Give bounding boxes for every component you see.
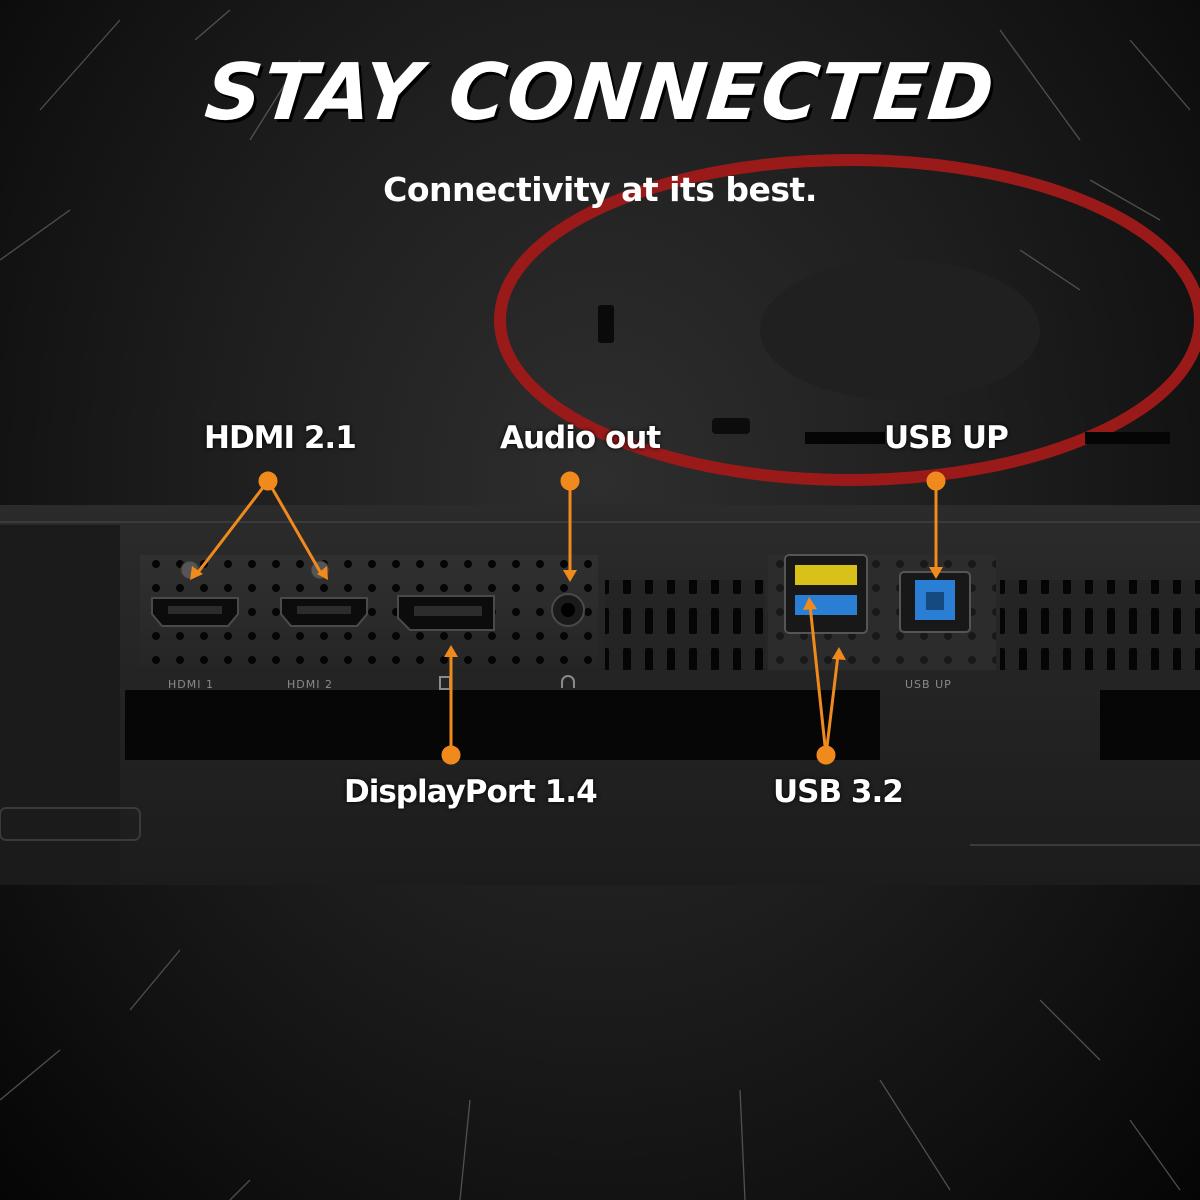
usb-up-marking: USB UP [905, 678, 952, 691]
audio-callout-label: Audio out [500, 420, 661, 456]
usb-up-callout-label: USB UP [884, 420, 1009, 456]
speed-lines [0, 9, 1191, 1200]
rear-post [598, 305, 614, 343]
red-ring [494, 154, 1200, 486]
lower-cavity [125, 690, 880, 760]
displayport-callout-label: DisplayPort 1.4 [344, 774, 598, 810]
logo-outline [0, 807, 141, 841]
usb-yellow-port [795, 565, 857, 585]
usb-port-plate [768, 554, 996, 670]
vent-slots [605, 580, 1200, 670]
rear-screw [712, 418, 750, 434]
headline: STAY CONNECTED [201, 48, 999, 138]
headphone-marking-icon [561, 675, 575, 688]
usb32-callout-label: USB 3.2 [773, 774, 904, 810]
hdmi1-port [151, 560, 239, 627]
displayport-port [397, 595, 495, 631]
hdmi-callout-label: HDMI 2.1 [204, 420, 357, 456]
rear-slot [1085, 432, 1170, 444]
audio-jack-port [551, 593, 585, 627]
hdmi2-marking: HDMI 2 [287, 678, 333, 691]
hdmi1-marking: HDMI 1 [168, 678, 214, 691]
rear-recess [760, 260, 1040, 400]
subheadline: Connectivity at its best. [383, 170, 817, 209]
rear-slot [805, 432, 885, 444]
usb-blue-port [795, 595, 857, 615]
callout-connectors [190, 471, 946, 765]
